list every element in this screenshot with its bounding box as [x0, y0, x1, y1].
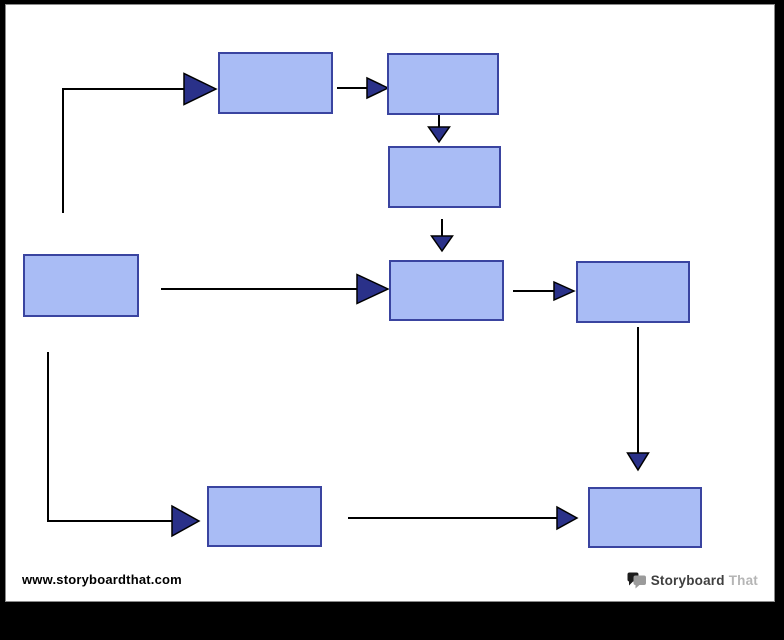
- connector-arrowhead[interactable]: [556, 505, 579, 531]
- flowchart-node[interactable]: [388, 146, 501, 208]
- flowchart-node[interactable]: [588, 487, 702, 548]
- connector-arrowhead[interactable]: [366, 76, 390, 100]
- flowchart-node[interactable]: [387, 53, 499, 115]
- connector-arrowhead[interactable]: [183, 72, 218, 106]
- connector-arrowhead[interactable]: [356, 273, 390, 305]
- connector-arrowhead[interactable]: [427, 126, 451, 144]
- flowchart-node[interactable]: [207, 486, 322, 547]
- connector-line[interactable]: [62, 88, 184, 213]
- flowchart-node[interactable]: [218, 52, 333, 114]
- speech-bubbles-icon: [627, 572, 646, 589]
- website-url: www.storyboardthat.com: [22, 572, 182, 587]
- logo-text-primary: Storyboard: [650, 572, 725, 588]
- connector-line[interactable]: [47, 352, 172, 522]
- flowchart-diagram: [23, 52, 702, 548]
- connector-arrowhead[interactable]: [430, 235, 454, 253]
- connector-arrowhead[interactable]: [553, 280, 576, 302]
- connector-arrowhead[interactable]: [171, 504, 201, 538]
- logo-text-secondary: That: [728, 572, 758, 588]
- flowchart-node[interactable]: [389, 260, 504, 321]
- connector-arrowhead[interactable]: [626, 452, 650, 472]
- flowchart-node[interactable]: [576, 261, 690, 323]
- flowchart-node[interactable]: [23, 254, 139, 317]
